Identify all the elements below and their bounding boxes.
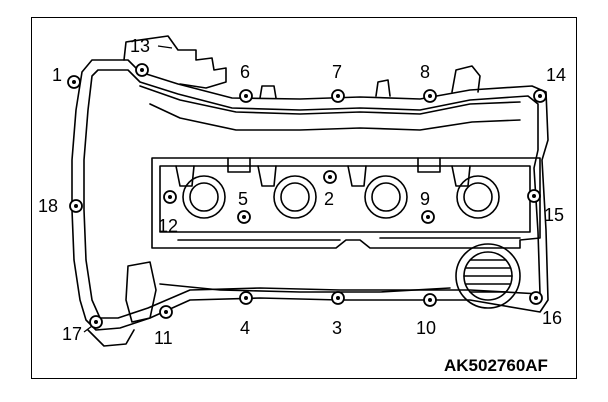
oil-filler-cap xyxy=(455,243,521,309)
plug-hole-2 xyxy=(273,175,317,219)
top-boss-2 xyxy=(259,85,277,99)
top-boss xyxy=(375,79,391,97)
label-11: 11 xyxy=(154,328,173,348)
plug-hole-3 xyxy=(364,175,408,219)
top-bracket xyxy=(123,35,227,89)
label-14: 14 xyxy=(546,65,566,85)
label-13: 13 xyxy=(130,36,150,56)
label-16: 16 xyxy=(542,308,562,328)
oil-filler-ribs xyxy=(463,259,513,293)
plug-well-plate xyxy=(151,157,541,249)
tab-1 xyxy=(227,157,251,173)
upper-ridge xyxy=(139,85,521,115)
plug-hole-3-inner xyxy=(371,182,401,212)
label-6: 6 xyxy=(240,62,250,82)
plug-hole-1-inner xyxy=(189,182,219,212)
leader-13 xyxy=(157,45,173,49)
top-bracket-right xyxy=(451,65,481,93)
tab-6 xyxy=(175,165,195,187)
plug-hole-4 xyxy=(456,175,500,219)
plug-hole-2-inner xyxy=(280,182,310,212)
center-line xyxy=(177,237,521,241)
label-1: 1 xyxy=(52,65,62,85)
tab-3 xyxy=(347,165,367,187)
plug-hole-4-inner xyxy=(463,182,493,212)
breather-hose xyxy=(125,261,157,323)
label-10: 10 xyxy=(416,318,436,338)
diagram-frame xyxy=(31,17,577,379)
label-18: 18 xyxy=(38,196,58,216)
upper-ridge-2 xyxy=(149,103,521,131)
cover-outline xyxy=(71,59,549,331)
label-8: 8 xyxy=(420,62,430,82)
tab-5 xyxy=(451,165,471,187)
label-2: 2 xyxy=(324,189,334,209)
label-12: 12 xyxy=(158,216,178,236)
tab-4 xyxy=(417,157,441,173)
label-9: 9 xyxy=(420,189,430,209)
label-15: 15 xyxy=(544,205,564,225)
label-7: 7 xyxy=(332,62,342,82)
label-5: 5 xyxy=(238,189,248,209)
leader-17 xyxy=(83,325,93,333)
label-17: 17 xyxy=(62,324,82,344)
lower-rib xyxy=(159,283,451,293)
plug-well-inner xyxy=(159,165,531,233)
figure-code: AK502760AF xyxy=(444,356,548,375)
plug-hole-1 xyxy=(182,175,226,219)
tab-2 xyxy=(257,165,277,187)
label-4: 4 xyxy=(240,318,250,338)
label-3: 3 xyxy=(332,318,342,338)
breather-port xyxy=(87,329,135,347)
